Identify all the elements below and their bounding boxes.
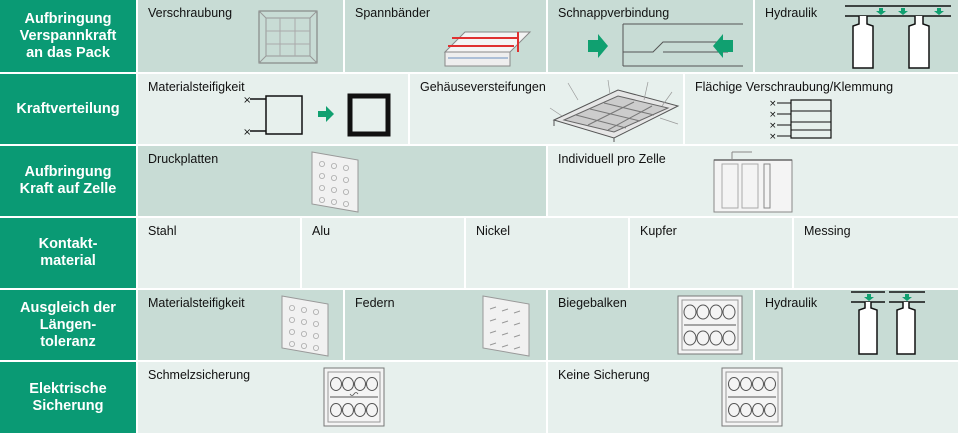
- bending-beam-illustration: [677, 295, 743, 355]
- cell-verschraubung: Verschraubung: [136, 0, 343, 72]
- cell-label: Gehäuseversteifungen: [420, 80, 546, 94]
- cell-label: Kupfer: [640, 224, 677, 238]
- row-header-line: Sicherung: [32, 397, 104, 414]
- cell-label: Schnappverbindung: [558, 6, 670, 20]
- row-header-line: Ausgleich der: [20, 299, 116, 316]
- stiffness-illustration: × ×: [243, 93, 391, 138]
- cell-label: Spannbänder: [355, 6, 431, 20]
- cell-label: Keine Sicherung: [558, 368, 650, 382]
- cell-individuell-pro-zelle: Individuell pro Zelle: [546, 146, 958, 216]
- screw-grid-illustration: [258, 10, 318, 64]
- cell-nickel: Nickel: [464, 218, 628, 288]
- hydraulic-illustration: [845, 5, 951, 69]
- cell-label: Alu: [312, 224, 331, 238]
- row-kraftverteilung: Kraftverteilung Materialsteifigkeit × × …: [0, 74, 958, 144]
- cell-alu: Alu: [300, 218, 464, 288]
- cell-materialsteifigkeit-2: Materialsteifigkeit: [136, 290, 343, 360]
- cell-label: Federn: [355, 296, 395, 310]
- row-header-line: Kraft auf Zelle: [19, 181, 117, 197]
- stiffness-plate-illustration: [281, 295, 329, 357]
- no-fuse-illustration: [721, 367, 783, 427]
- cell-label: Biegebalken: [558, 296, 627, 310]
- cell-spannbaender: Spannbänder: [343, 0, 546, 72]
- cell-schnappverbindung: Schnappverbindung: [546, 0, 753, 72]
- snap-fit-illustration: [588, 23, 743, 67]
- cell-gehaeuseversteifungen: Gehäuseversteifungen: [408, 74, 683, 144]
- cell-materialsteifigkeit: Materialsteifigkeit × ×: [136, 74, 408, 144]
- cell-label: Schmelzsicherung: [148, 368, 251, 382]
- cell-federn: Federn: [343, 290, 546, 360]
- row-header-line: Verspannkraft: [19, 27, 117, 44]
- cell-label: Hydraulik: [765, 296, 818, 310]
- arrow-right-icon: [318, 106, 334, 122]
- cell-label: Individuell pro Zelle: [558, 152, 666, 166]
- cell-hydraulik: Hydraulik: [753, 0, 958, 72]
- cell-label: Nickel: [476, 224, 511, 238]
- cell-flaechige-verschraubung: Flächige Verschraubung/Klemmung × × × ×: [683, 74, 958, 144]
- row-header-line: Elektrische: [29, 380, 107, 397]
- individual-cell-illustration: [713, 151, 793, 213]
- arrow-left-icon: [713, 34, 733, 58]
- row-header-line: Aufbringung: [24, 164, 112, 180]
- cell-schmelzsicherung: Schmelzsicherung: [136, 362, 546, 433]
- cell-label: Materialsteifigkeit: [148, 296, 245, 310]
- spring-plate-illustration: [482, 295, 530, 357]
- cell-label: Messing: [804, 224, 851, 238]
- cell-label: Stahl: [148, 224, 177, 238]
- cell-label: Druckplatten: [148, 152, 219, 166]
- cell-label: Verschraubung: [148, 6, 233, 20]
- clamping-illustration: × × × ×: [769, 99, 832, 142]
- cell-messing: Messing: [792, 218, 958, 288]
- cell-stahl: Stahl: [136, 218, 300, 288]
- row-header-line: Aufbringung: [24, 10, 112, 27]
- fuse-illustration: [323, 367, 385, 427]
- row-header-line: toleranz: [40, 333, 96, 350]
- row-header-line: Kraftverteilung: [16, 100, 120, 117]
- row-header-line: an das Pack: [26, 44, 110, 61]
- row-kontaktmaterial: Kontakt-material Stahl Alu Nickel Kupfer…: [0, 218, 958, 288]
- cell-hydraulik-2: Hydraulik: [753, 290, 958, 360]
- cell-label: Flächige Verschraubung/Klemmung: [695, 80, 894, 94]
- cell-label: Hydraulik: [765, 6, 818, 20]
- row-header-line: Längen-: [39, 316, 97, 333]
- svg-text:×: ×: [769, 110, 777, 120]
- cell-label: Materialsteifigkeit: [148, 80, 245, 94]
- svg-text:×: ×: [769, 132, 777, 142]
- cell-druckplatten: Druckplatten: [136, 146, 546, 216]
- row-header: Kontakt-material: [0, 218, 136, 288]
- svg-text:×: ×: [769, 99, 777, 109]
- row-header: Kraftverteilung: [0, 74, 136, 144]
- row-header-line: material: [40, 253, 96, 269]
- strap-illustration: [443, 31, 532, 67]
- pressure-plate-illustration: [311, 151, 359, 213]
- cell-kupfer: Kupfer: [628, 218, 792, 288]
- hydraulic-illustration: [851, 291, 925, 355]
- svg-text:×: ×: [243, 95, 251, 106]
- row-header-line: Kontakt-: [38, 236, 98, 252]
- svg-text:×: ×: [769, 121, 777, 131]
- housing-stiffening-illustration: [549, 79, 680, 142]
- arrow-right-icon: [588, 34, 608, 58]
- cell-biegebalken: Biegebalken: [546, 290, 753, 360]
- cell-keine-sicherung: Keine Sicherung: [546, 362, 958, 433]
- svg-text:×: ×: [243, 127, 251, 138]
